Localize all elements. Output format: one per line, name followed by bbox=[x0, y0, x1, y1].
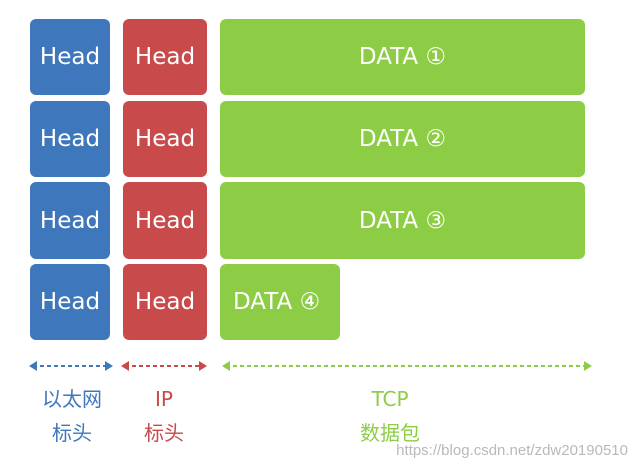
ethernet-legend-line1: 以太网 bbox=[42, 387, 102, 411]
tcp-packet-legend: TCP 数据包 bbox=[320, 382, 460, 450]
ethernet-head-label: Head bbox=[39, 207, 101, 234]
ethernet-head-block-2: Head bbox=[30, 101, 110, 177]
ip-head-label: Head bbox=[134, 289, 196, 315]
ip-head-block-2: Head bbox=[123, 101, 207, 177]
ethernet-head-label: Head bbox=[39, 289, 101, 315]
tcp-legend-line2: 数据包 bbox=[360, 421, 420, 445]
ip-head-label: Head bbox=[134, 126, 196, 152]
ip-legend-line1: IP bbox=[155, 387, 173, 411]
ethernet-head-label: Head bbox=[39, 126, 101, 152]
ethernet-head-label: Head bbox=[39, 44, 101, 70]
tcp-data-label: DATA ① bbox=[358, 44, 447, 70]
ethernet-span-arrow bbox=[29, 359, 113, 373]
ip-head-block-4: Head bbox=[123, 264, 207, 340]
ethernet-header-legend: 以太网 标头 bbox=[30, 382, 114, 450]
watermark-text: https://blog.csdn.net/zdw20190510 bbox=[396, 442, 628, 459]
ethernet-head-block-4: Head bbox=[30, 264, 110, 340]
tcp-data-label: DATA ③ bbox=[358, 207, 447, 234]
ip-head-block-1: Head bbox=[123, 19, 207, 95]
tcp-data-block-4: DATA ④ bbox=[220, 264, 340, 340]
ip-head-label: Head bbox=[134, 44, 196, 70]
ethernet-head-block-3: Head bbox=[30, 182, 110, 259]
ip-legend-line2: 标头 bbox=[144, 421, 184, 445]
ethernet-head-block-1: Head bbox=[30, 19, 110, 95]
tcp-data-block-3: DATA ③ bbox=[220, 182, 585, 259]
tcp-data-label: DATA ② bbox=[358, 126, 447, 152]
tcp-data-block-1: DATA ① bbox=[220, 19, 585, 95]
tcp-span-arrow bbox=[222, 359, 592, 373]
ip-span-arrow bbox=[121, 359, 207, 373]
ip-head-block-3: Head bbox=[123, 182, 207, 259]
tcp-data-block-2: DATA ② bbox=[220, 101, 585, 177]
tcp-legend-line1: TCP bbox=[371, 387, 409, 411]
ip-head-label: Head bbox=[134, 207, 196, 234]
ethernet-legend-line2: 标头 bbox=[52, 421, 92, 445]
ip-header-legend: IP 标头 bbox=[122, 382, 206, 450]
tcp-data-label: DATA ④ bbox=[233, 289, 321, 315]
